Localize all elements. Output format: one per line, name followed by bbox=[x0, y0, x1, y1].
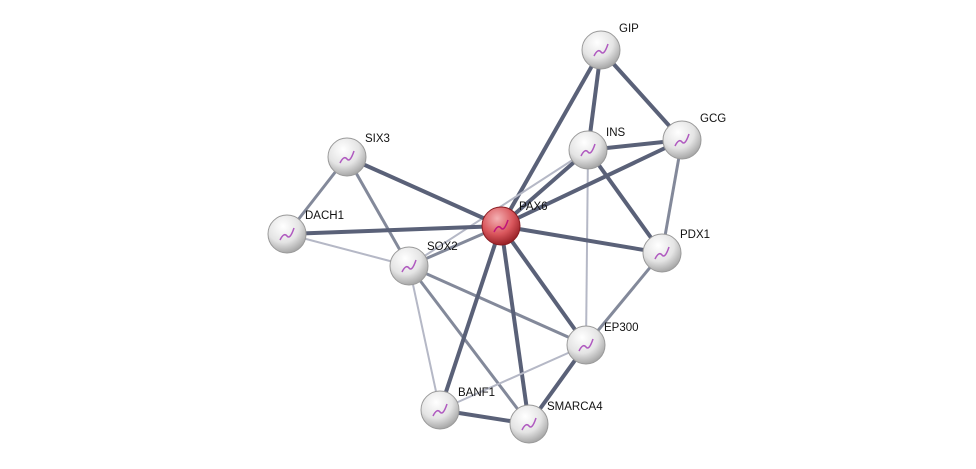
node-banf1[interactable]: BANF1 bbox=[420, 387, 495, 430]
edge-gip-gcg[interactable] bbox=[599, 48, 684, 142]
protein-structure-icon bbox=[521, 417, 537, 431]
node-label: SOX2 bbox=[427, 241, 458, 253]
node-dach1[interactable]: DACH1 bbox=[267, 210, 344, 254]
edges-layer bbox=[285, 48, 684, 426]
protein-structure-icon bbox=[578, 338, 594, 352]
node-bubble[interactable] bbox=[327, 137, 367, 177]
edge-sox2-smarca4[interactable] bbox=[407, 265, 531, 425]
node-label: INS bbox=[606, 127, 626, 139]
node-smarca4[interactable]: SMARCA4 bbox=[509, 401, 603, 444]
node-bubble[interactable] bbox=[662, 120, 702, 160]
node-gip[interactable]: GIP bbox=[581, 23, 639, 70]
edge-sox2-ep300[interactable] bbox=[408, 264, 587, 347]
node-sox2[interactable]: SOX2 bbox=[389, 241, 458, 286]
edge-dach1-sox2[interactable] bbox=[286, 233, 410, 267]
protein-structure-icon bbox=[279, 227, 295, 241]
node-label: EP300 bbox=[604, 322, 639, 334]
edge-six3-sox2[interactable] bbox=[345, 156, 411, 267]
node-bubble[interactable] bbox=[566, 325, 606, 365]
protein-structure-icon bbox=[654, 246, 670, 260]
edge-pax6-ep300[interactable] bbox=[499, 224, 588, 347]
node-gcg[interactable]: GCG bbox=[662, 113, 726, 160]
node-label: SIX3 bbox=[365, 133, 390, 145]
edge-six3-pax6[interactable] bbox=[346, 155, 502, 228]
node-bubble[interactable] bbox=[481, 206, 521, 246]
edge-pax6-banf1[interactable] bbox=[438, 225, 503, 411]
node-label: GIP bbox=[619, 23, 639, 35]
node-ep300[interactable]: EP300 bbox=[566, 322, 639, 365]
node-bubble[interactable] bbox=[642, 233, 682, 273]
edge-pax6-pdx1[interactable] bbox=[500, 224, 663, 255]
edge-ins-ep300[interactable] bbox=[585, 149, 589, 346]
node-label: PAX6 bbox=[519, 201, 548, 213]
edge-ins-pdx1[interactable] bbox=[586, 148, 664, 255]
protein-structure-icon bbox=[674, 133, 690, 147]
node-label: BANF1 bbox=[458, 387, 495, 399]
node-bubble[interactable] bbox=[267, 214, 307, 254]
protein-structure-icon bbox=[580, 143, 596, 157]
node-pax6[interactable]: PAX6 bbox=[481, 201, 548, 246]
edge-pax6-smarca4[interactable] bbox=[499, 225, 531, 425]
node-six3[interactable]: SIX3 bbox=[327, 133, 390, 177]
protein-structure-icon bbox=[432, 403, 448, 417]
protein-structure-icon bbox=[493, 219, 509, 233]
edge-ep300-banf1[interactable] bbox=[439, 344, 587, 411]
edge-pdx1-ep300[interactable] bbox=[584, 252, 664, 346]
node-label: SMARCA4 bbox=[547, 401, 603, 413]
protein-structure-icon bbox=[339, 150, 355, 164]
node-label: GCG bbox=[700, 113, 726, 125]
node-bubble[interactable] bbox=[581, 30, 621, 70]
node-label: DACH1 bbox=[305, 210, 344, 222]
node-bubble[interactable] bbox=[509, 404, 549, 444]
node-pdx1[interactable]: PDX1 bbox=[642, 229, 710, 273]
node-bubble[interactable] bbox=[420, 390, 460, 430]
edge-dach1-pax6[interactable] bbox=[286, 224, 502, 236]
edge-sox2-banf1[interactable] bbox=[408, 265, 441, 411]
node-label: PDX1 bbox=[680, 229, 710, 241]
node-ins[interactable]: INS bbox=[568, 127, 626, 170]
node-bubble[interactable] bbox=[568, 130, 608, 170]
edge-gcg-pax6[interactable] bbox=[500, 138, 683, 228]
node-bubble[interactable] bbox=[389, 246, 429, 286]
protein-structure-icon bbox=[593, 43, 609, 57]
protein-structure-icon bbox=[401, 259, 417, 273]
